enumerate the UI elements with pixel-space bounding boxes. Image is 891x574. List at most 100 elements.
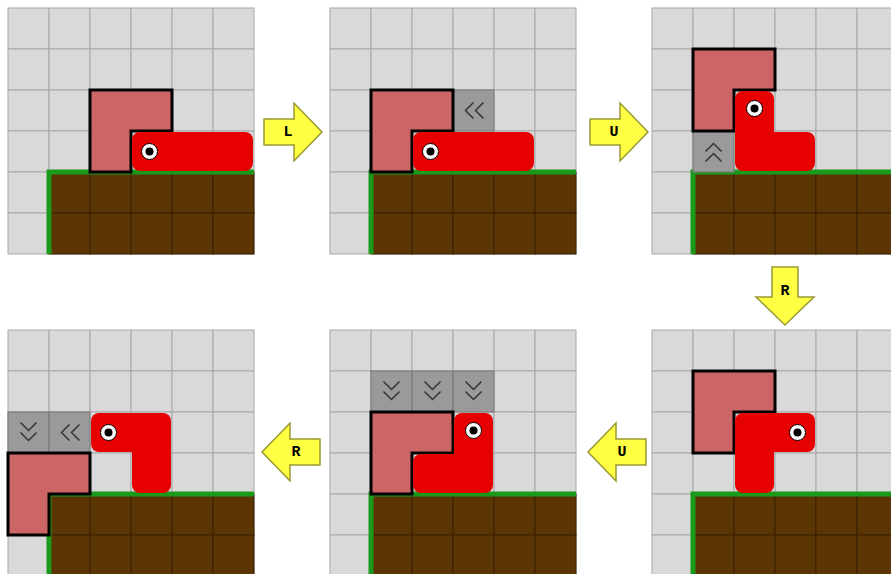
grid-cell: [816, 535, 857, 574]
grid-cell: [131, 494, 172, 535]
grid-cell: [330, 371, 371, 412]
grid-cell: [535, 90, 576, 131]
grid-cell: [330, 213, 371, 254]
grid-cell: [213, 494, 254, 535]
ground-cell: [816, 535, 857, 574]
ground-cell: [816, 172, 857, 213]
grid-cell: [90, 535, 131, 574]
ground-cell: [775, 535, 816, 574]
ground-cell: [453, 213, 494, 254]
grid-cell: [775, 371, 816, 412]
move-arrow: [590, 103, 648, 161]
ground-cell: [412, 494, 453, 535]
grid-cell: [494, 90, 535, 131]
grass-edge: [693, 494, 891, 574]
ground-cell: [90, 535, 131, 574]
grid-cell: [213, 535, 254, 574]
grid-cell: [453, 535, 494, 574]
grid-cell: [49, 412, 90, 453]
grid-cell: [535, 494, 576, 535]
ground-cell: [371, 213, 412, 254]
ground-cell: [213, 172, 254, 213]
grid-cell: [693, 535, 734, 574]
ground-cell: [693, 213, 734, 254]
grid-cell: [693, 330, 734, 371]
ground-cell: [453, 535, 494, 574]
grid-cell: [371, 172, 412, 213]
grid-cell: [693, 213, 734, 254]
grid-cell: [816, 172, 857, 213]
ground-cell: [494, 172, 535, 213]
grid-cell: [90, 371, 131, 412]
grid-cell: [453, 494, 494, 535]
grid-cell: [652, 330, 693, 371]
level-panel: [8, 8, 254, 254]
grid-cell: [131, 330, 172, 371]
grid-cell: [857, 330, 891, 371]
move-letter: U: [609, 125, 618, 140]
grid-cell: [8, 90, 49, 131]
grid-cell: [734, 8, 775, 49]
grid-cell: [693, 172, 734, 213]
ground-cell: [412, 213, 453, 254]
ground-cell: [453, 494, 494, 535]
grid-cell: [330, 131, 371, 172]
ground-cell: [49, 172, 90, 213]
grid-cell: [90, 172, 131, 213]
grid-cell: [371, 371, 412, 412]
grid-cell: [131, 535, 172, 574]
grid-cell: [49, 8, 90, 49]
grid-cell: [453, 172, 494, 213]
ground-cell: [49, 494, 90, 535]
grid-cell: [494, 371, 535, 412]
grid-cell: [49, 90, 90, 131]
grid-cell: [775, 494, 816, 535]
grid-cell: [535, 371, 576, 412]
grass-edge: [49, 172, 254, 254]
grid-cell: [535, 131, 576, 172]
ground-cell: [494, 213, 535, 254]
grid-cell: [371, 8, 412, 49]
ground-cell: [412, 172, 453, 213]
grid-cell: [494, 535, 535, 574]
grid-cell: [49, 49, 90, 90]
ground-cell: [857, 535, 891, 574]
ground-cell: [172, 535, 213, 574]
grid-cell: [213, 8, 254, 49]
ground-cell: [494, 535, 535, 574]
grid-cell: [453, 49, 494, 90]
grid-cell: [816, 371, 857, 412]
ground-cell: [172, 213, 213, 254]
ground-cell: [49, 213, 90, 254]
grid-cell: [330, 494, 371, 535]
grid-cell: [734, 213, 775, 254]
grid-cell: [857, 8, 891, 49]
ground-cell: [371, 494, 412, 535]
push-trail: [453, 371, 494, 412]
grid-cell: [775, 453, 816, 494]
grid-cell: [652, 172, 693, 213]
move-arrow: [756, 267, 814, 325]
ground-cell: [131, 535, 172, 574]
grid-cell: [330, 90, 371, 131]
level-panel: [330, 330, 576, 574]
grid-cell: [330, 330, 371, 371]
grid-cell: [172, 412, 213, 453]
ground-cell: [213, 213, 254, 254]
pushable-block: [8, 453, 90, 535]
ground-cell: [693, 494, 734, 535]
ground-cell: [535, 213, 576, 254]
grid-cell: [652, 49, 693, 90]
grid-cell: [412, 371, 453, 412]
grid-cell: [90, 213, 131, 254]
ground-cell: [693, 535, 734, 574]
ground-cell: [775, 213, 816, 254]
grid-cell: [412, 330, 453, 371]
ground-cell: [775, 172, 816, 213]
grid-cell: [172, 453, 213, 494]
grid-cell: [816, 330, 857, 371]
ground-cell: [131, 213, 172, 254]
grid-cell: [131, 371, 172, 412]
ground-cell: [734, 535, 775, 574]
grid-cell: [652, 131, 693, 172]
